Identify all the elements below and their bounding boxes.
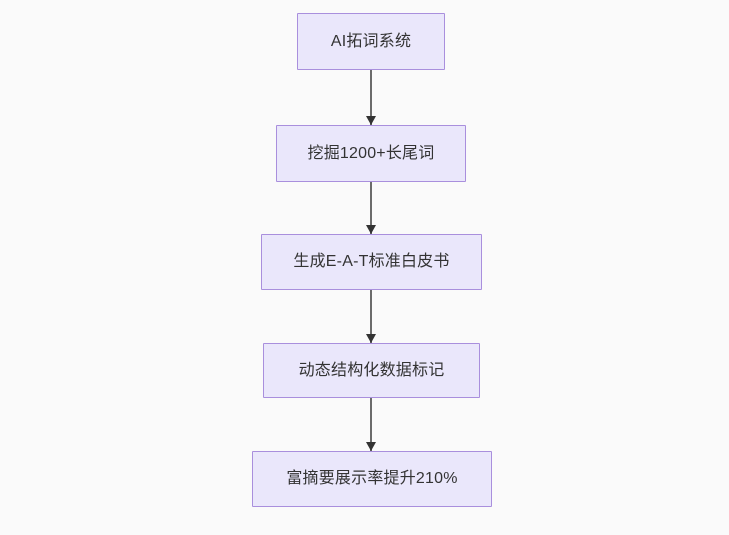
edge-line [370,398,372,451]
flow-node-label: 动态结构化数据标记 [298,361,445,379]
flow-node-dynamic-structured-data-markup[interactable]: 动态结构化数据标记 [263,343,480,398]
flow-node-label: 富摘要展示率提升210% [286,470,458,488]
edge-arrowhead-icon [366,225,376,234]
flow-node-generate-eat-whitepaper[interactable]: 生成E-A-T标准白皮书 [261,234,482,290]
flow-node-ai-keyword-system[interactable]: AI拓词系统 [297,13,445,70]
edge-arrowhead-icon [366,442,376,451]
edge-line [370,70,372,125]
flow-node-mine-longtail-keywords[interactable]: 挖掘1200+长尾词 [276,125,466,182]
flow-node-rich-snippet-impression-lift[interactable]: 富摘要展示率提升210% [252,451,492,507]
flow-node-label: AI拓词系统 [330,32,412,50]
flow-node-label: 生成E-A-T标准白皮书 [293,253,450,271]
edge-arrowhead-icon [366,334,376,343]
flow-node-label: 挖掘1200+长尾词 [307,144,435,162]
edge-line [370,182,372,234]
edge-arrowhead-icon [366,116,376,125]
edge-line [370,290,372,343]
